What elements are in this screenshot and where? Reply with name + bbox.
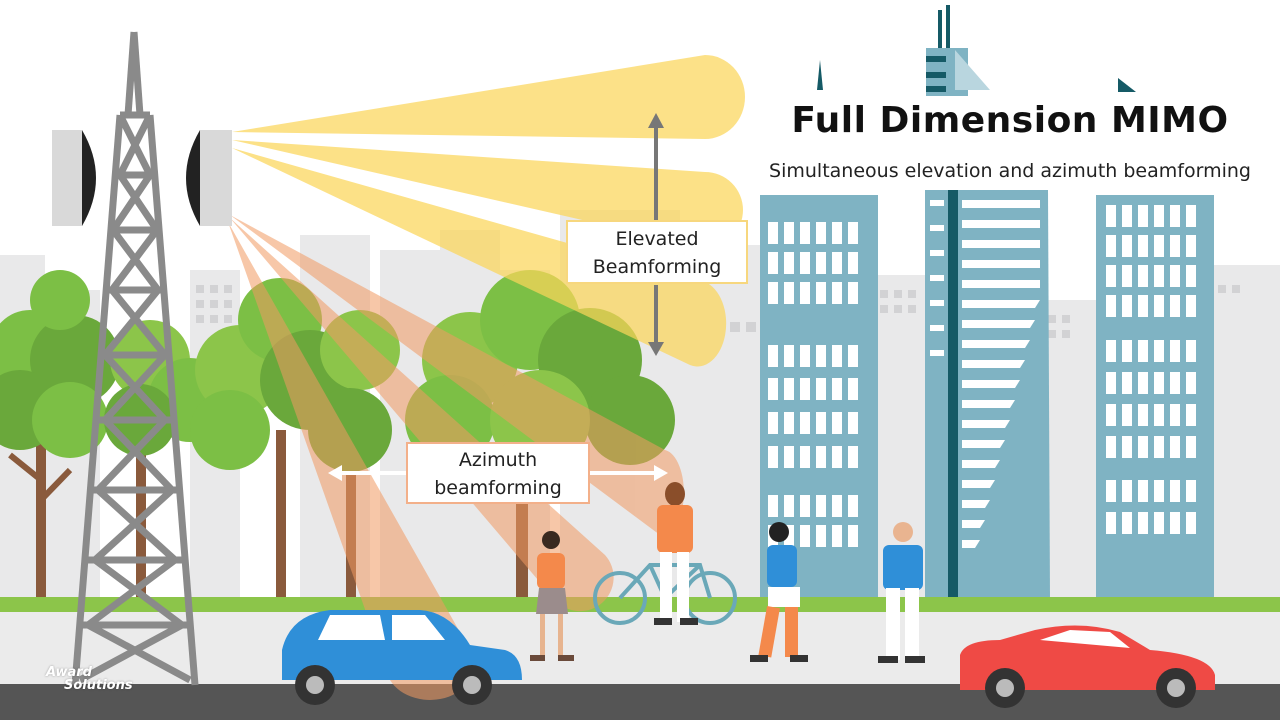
elevation-double-arrow-icon — [648, 113, 664, 356]
elevated-callout-line2: Beamforming — [592, 256, 722, 278]
elevated-beamforming-callout: Elevated Beamforming — [566, 220, 748, 284]
azimuth-beamforming-callout: Azimuth beamforming — [406, 442, 590, 504]
page-subtitle: Simultaneous elevation and azimuth beamf… — [769, 160, 1251, 182]
cell-tower-icon — [71, 31, 199, 686]
person-woman-icon — [530, 531, 574, 661]
azimuth-callout-line2: beamforming — [434, 477, 562, 499]
background-windows — [196, 285, 1240, 338]
rooftop-spires — [817, 5, 1136, 96]
azimuth-callout-line1: Azimuth — [458, 449, 538, 471]
grass-strip — [0, 597, 1280, 612]
azimuth-double-arrow-icon — [328, 465, 668, 481]
award-solutions-logo: Award Solutions — [46, 666, 176, 692]
elevated-callout-line1: Elevated — [615, 228, 699, 250]
person-cyclist-icon — [654, 482, 698, 625]
person-man-glasses-icon — [878, 522, 925, 663]
elevation-beam-1 — [232, 55, 745, 139]
azimuth-beam-3 — [228, 222, 475, 700]
page-title: Full Dimension MIMO — [791, 100, 1229, 141]
antenna-right-icon — [186, 130, 232, 226]
azimuth-beam-2 — [230, 218, 614, 612]
person-photographer-icon — [750, 522, 808, 662]
building-center-tower — [925, 190, 1050, 600]
car-blue-icon — [282, 610, 522, 705]
elevation-beam-3 — [232, 148, 727, 367]
building-right — [1096, 195, 1214, 600]
car-red-icon — [960, 625, 1215, 708]
logo-line2: Solutions — [64, 678, 133, 693]
antenna-left-icon — [52, 130, 96, 226]
logo-line1: Award — [46, 665, 92, 680]
